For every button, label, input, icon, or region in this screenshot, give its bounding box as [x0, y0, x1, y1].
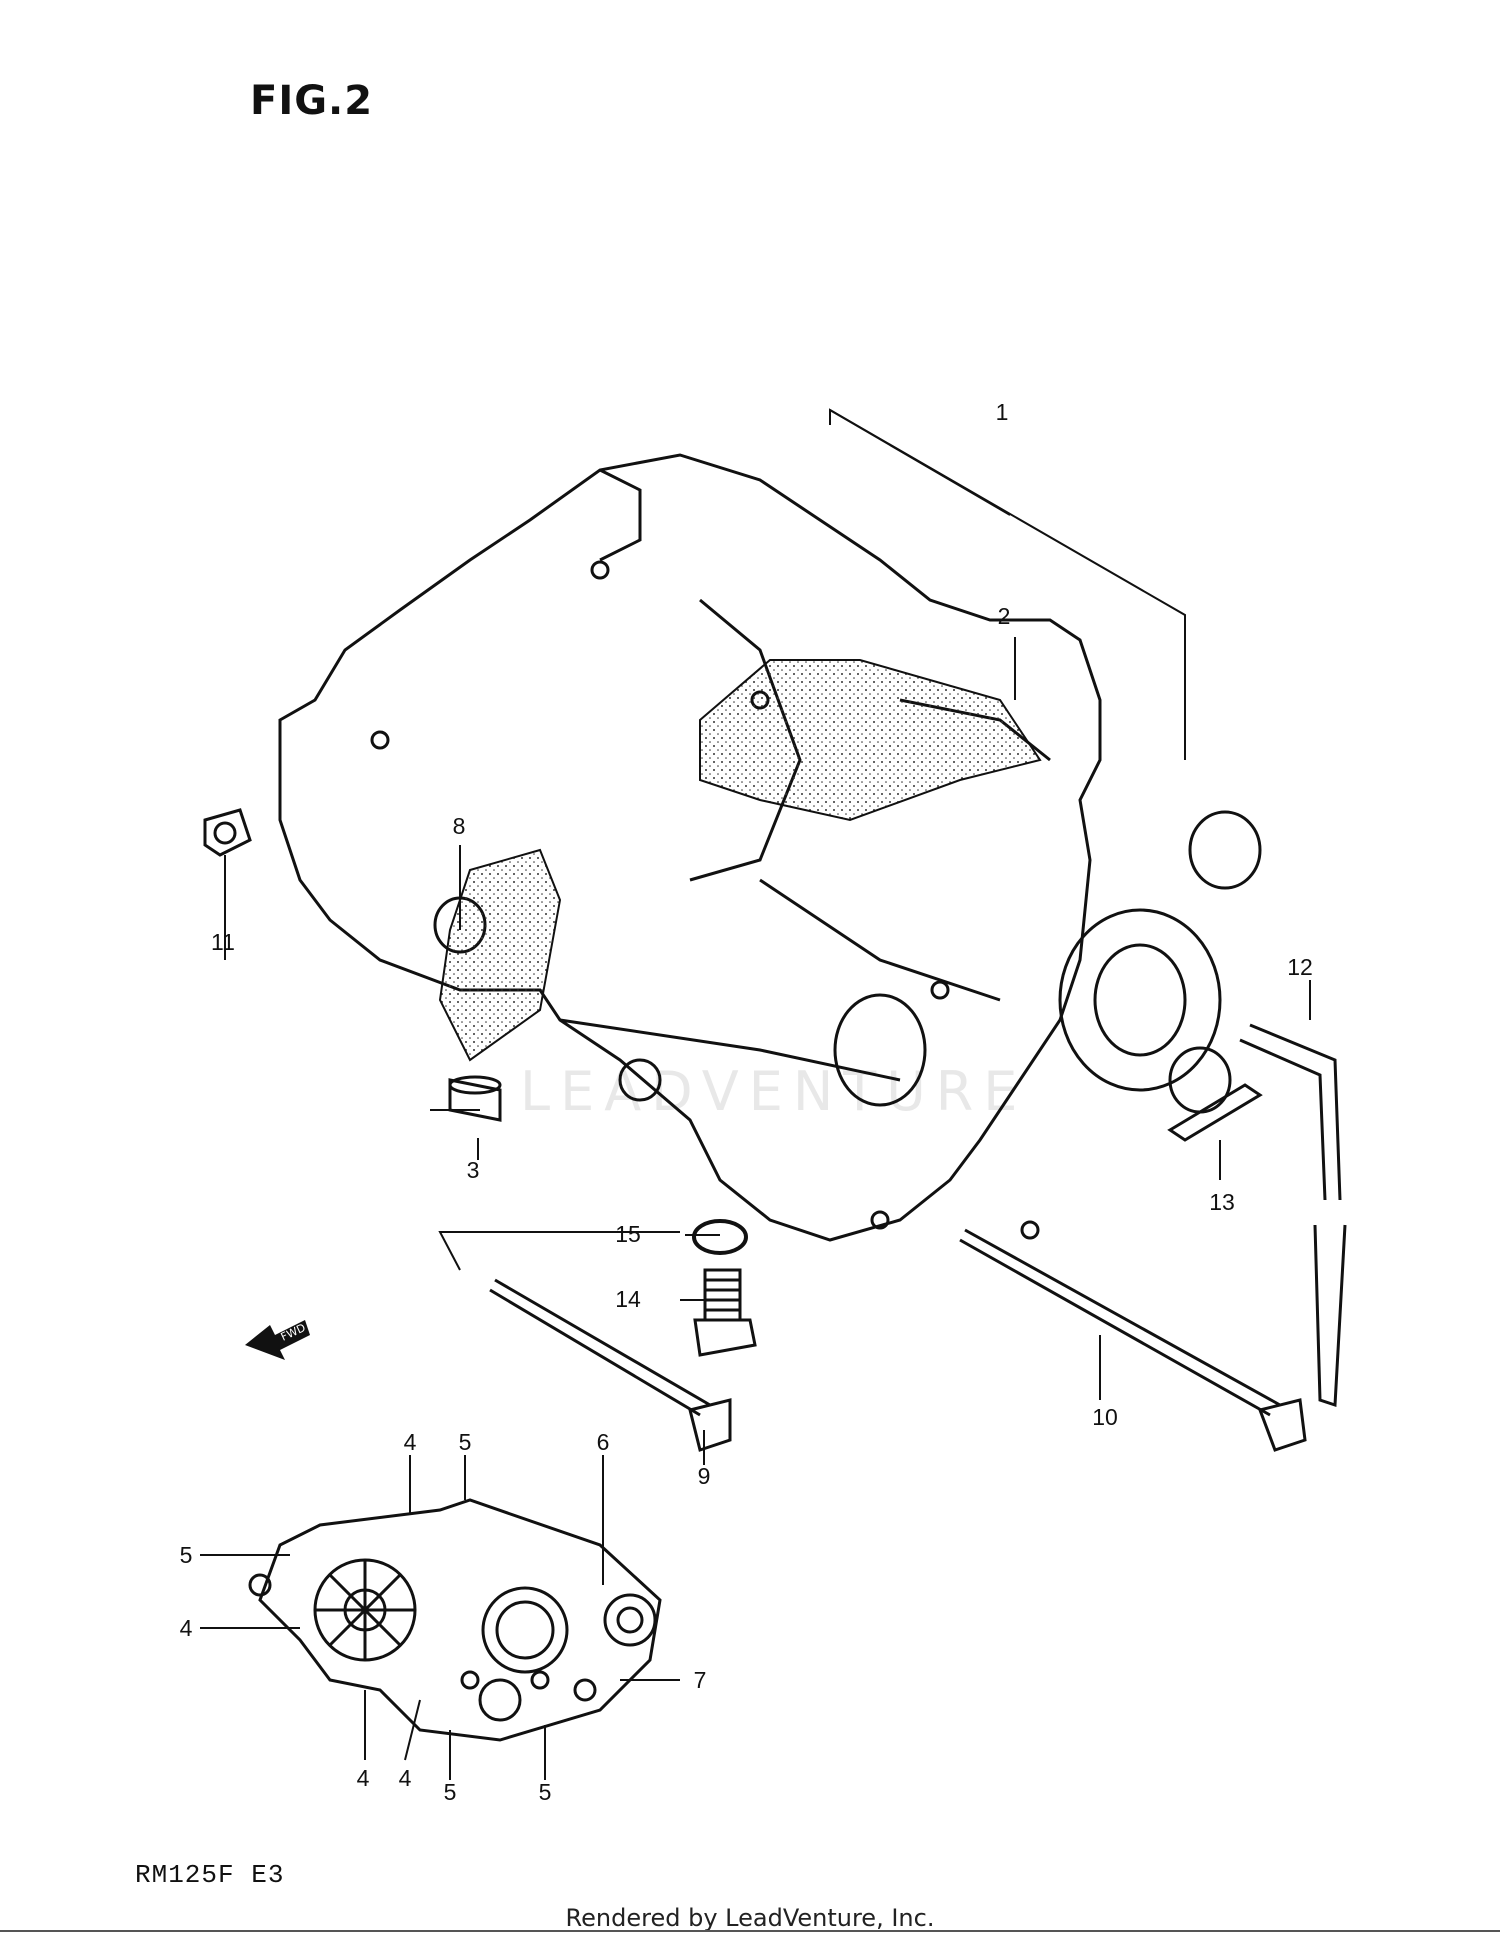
gasket-upper [699, 659, 1042, 822]
model-code: RM125F E3 [135, 1860, 285, 1890]
figure-title: FIG.2 [250, 78, 374, 124]
callout-10: 10 [1092, 1404, 1118, 1430]
callout-lower-5-top: 5 [459, 1429, 472, 1455]
callout-lower-6: 6 [597, 1429, 610, 1455]
crankcase-bolt-layout [248, 1498, 662, 1742]
callout-14: 14 [615, 1286, 641, 1312]
callout-lower-5-left: 5 [180, 1542, 193, 1568]
crankcase-assembly [278, 453, 1262, 1242]
watermark: LEADVENTURE [520, 1060, 1028, 1123]
callout-2: 2 [998, 603, 1011, 629]
fwd-arrow [245, 1320, 310, 1360]
leader-lines [224, 408, 1311, 1465]
callout-lower-4-b1: 4 [357, 1765, 370, 1791]
hose [1239, 1023, 1347, 1408]
cap-nut [203, 808, 252, 857]
callout-lower-5-b2: 5 [539, 1779, 552, 1805]
callout-lower-5-b1: 5 [444, 1779, 457, 1805]
callout-11: 11 [211, 929, 235, 955]
gasket-left [438, 848, 562, 1062]
clamp-bracket [1167, 1083, 1263, 1142]
callout-15: 15 [615, 1221, 641, 1247]
callout-13: 13 [1209, 1189, 1235, 1215]
callout-1: 1 [996, 399, 1009, 425]
footer-credit: Rendered by LeadVenture, Inc. [565, 1904, 935, 1932]
bolt-right [959, 1228, 1307, 1452]
callout-lower-4-top: 4 [404, 1429, 417, 1455]
washer [692, 1219, 748, 1255]
callout-lower-4-left: 4 [180, 1615, 193, 1641]
drain-plug [693, 1268, 757, 1357]
callout-12: 12 [1287, 954, 1313, 980]
callout-3: 3 [467, 1157, 480, 1183]
callout-lower-4-b2: 4 [399, 1765, 412, 1791]
bolt-left [489, 1278, 732, 1452]
footer-divider [0, 1930, 1500, 1932]
callout-8: 8 [453, 813, 466, 839]
callout-lower-7: 7 [694, 1667, 707, 1693]
lower-leader-lines [200, 1455, 680, 1780]
dowel-pin [448, 1075, 502, 1122]
callout-9: 9 [698, 1463, 711, 1489]
